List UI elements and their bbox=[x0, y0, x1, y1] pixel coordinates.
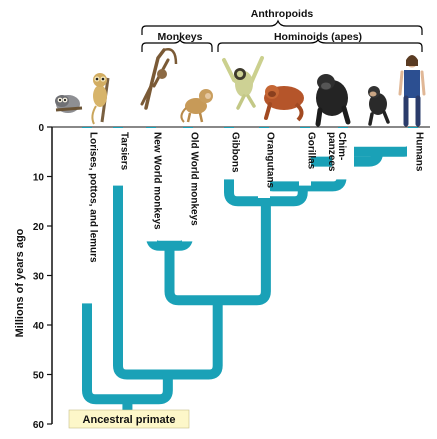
taxon-label-lorises: Lorises, pottos, and lemurs bbox=[88, 132, 99, 263]
taxon-label-gorillas: Gorillas bbox=[306, 132, 317, 170]
gibbon-icon bbox=[224, 58, 262, 108]
anthropoids-heading: Anthropoids bbox=[251, 8, 314, 20]
y-tick-label: 30 bbox=[33, 272, 45, 283]
orangutan-icon bbox=[264, 85, 304, 120]
y-tick-label: 10 bbox=[33, 173, 45, 184]
ancestral-primate-label: Ancestral primate bbox=[83, 414, 176, 426]
taxon-label-old-world-monkeys: Old World monkeys bbox=[189, 132, 200, 226]
y-axis-ticks: 0 10 20 30 40 50 60 bbox=[33, 123, 52, 431]
taxon-label-new-world-monkeys: New World monkeys bbox=[152, 132, 163, 230]
taxon-label-tarsiers: Tarsiers bbox=[119, 132, 130, 171]
loris-icon bbox=[55, 95, 82, 113]
taxon-label-orangutans: Orangutans bbox=[265, 132, 276, 189]
y-tick-label: 20 bbox=[33, 222, 45, 233]
animal-icons bbox=[55, 49, 424, 124]
y-tick-label: 60 bbox=[33, 420, 45, 431]
monkeys-heading: Monkeys bbox=[158, 31, 203, 43]
taxon-label-humans: Humans bbox=[414, 132, 425, 172]
taxon-label-gibbons: Gibbons bbox=[230, 132, 241, 173]
y-tick-label: 50 bbox=[33, 371, 45, 382]
spider-monkey-icon bbox=[142, 49, 176, 108]
macaque-icon bbox=[181, 89, 213, 122]
human-icon bbox=[400, 55, 424, 124]
chimpanzee-icon bbox=[368, 86, 388, 124]
y-tick-label: 40 bbox=[33, 321, 45, 332]
gorilla-icon bbox=[316, 74, 348, 124]
hominoids-heading: Hominoids (apes) bbox=[274, 31, 362, 43]
y-tick-label: 0 bbox=[38, 123, 44, 134]
tarsier-icon bbox=[92, 73, 108, 124]
phylogeny-branches bbox=[87, 127, 413, 415]
y-axis-label: Millions of years ago bbox=[14, 228, 26, 337]
